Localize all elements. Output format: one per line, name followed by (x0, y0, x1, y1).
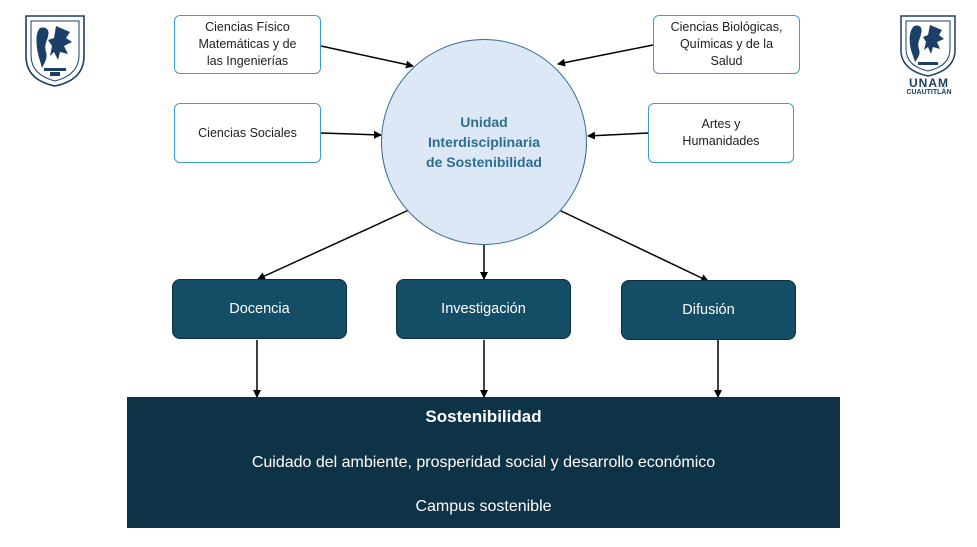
input-ciencias-sociales-label: Ciencias Sociales (198, 125, 297, 140)
input-ciencias-biologicas: Ciencias Biológicas, Químicas y de la Sa… (653, 15, 800, 74)
arrow-center-to-docencia (257, 208, 412, 280)
input-ciencias-fisico-matematicas-label: Ciencias Físico Matemáticas y de las Ing… (198, 20, 297, 68)
arrow-fisico-to-center (320, 45, 414, 69)
pillar-investigacion-label: Investigación (441, 301, 526, 317)
input-artes-humanidades-label: Artes y Humanidades (682, 117, 760, 148)
pillar-investigacion: Investigación (396, 279, 571, 339)
arrow-artes-to-center (587, 131, 649, 140)
input-ciencias-biologicas-label: Ciencias Biológicas, Químicas y de la Sa… (670, 20, 783, 68)
outcome-campus: Campus sostenible (415, 498, 552, 515)
unam-cuautitlan-seal-icon (900, 15, 956, 77)
unam-seal-icon (25, 15, 85, 87)
cuautitlan-logo-text: CUAUTITLÁN (906, 89, 952, 96)
pillar-docencia-label: Docencia (229, 301, 290, 317)
input-ciencias-sociales: Ciencias Sociales (174, 103, 321, 163)
pillar-difusion-label: Difusión (682, 302, 735, 318)
outcome-panel: Sostenibilidad Cuidado del ambiente, pro… (127, 397, 840, 528)
center-unit-circle: Unidad Interdisciplinaria de Sostenibili… (381, 39, 587, 245)
outcome-title: Sostenibilidad (425, 407, 542, 426)
pillar-docencia: Docencia (172, 279, 347, 339)
unam-logo-text: UNAM (909, 76, 949, 90)
arrow-center-to-difusion (556, 208, 709, 282)
input-ciencias-fisico-matematicas: Ciencias Físico Matemáticas y de las Ing… (174, 15, 321, 74)
pillar-difusion: Difusión (621, 280, 796, 340)
arrow-sociales-to-center (320, 130, 382, 139)
center-unit-label: Unidad Interdisciplinaria de Sostenibili… (426, 114, 542, 170)
input-artes-humanidades: Artes y Humanidades (648, 103, 794, 163)
arrow-biologicas-to-center (557, 44, 654, 67)
outcome-description: Cuidado del ambiente, prosperidad social… (251, 454, 716, 471)
